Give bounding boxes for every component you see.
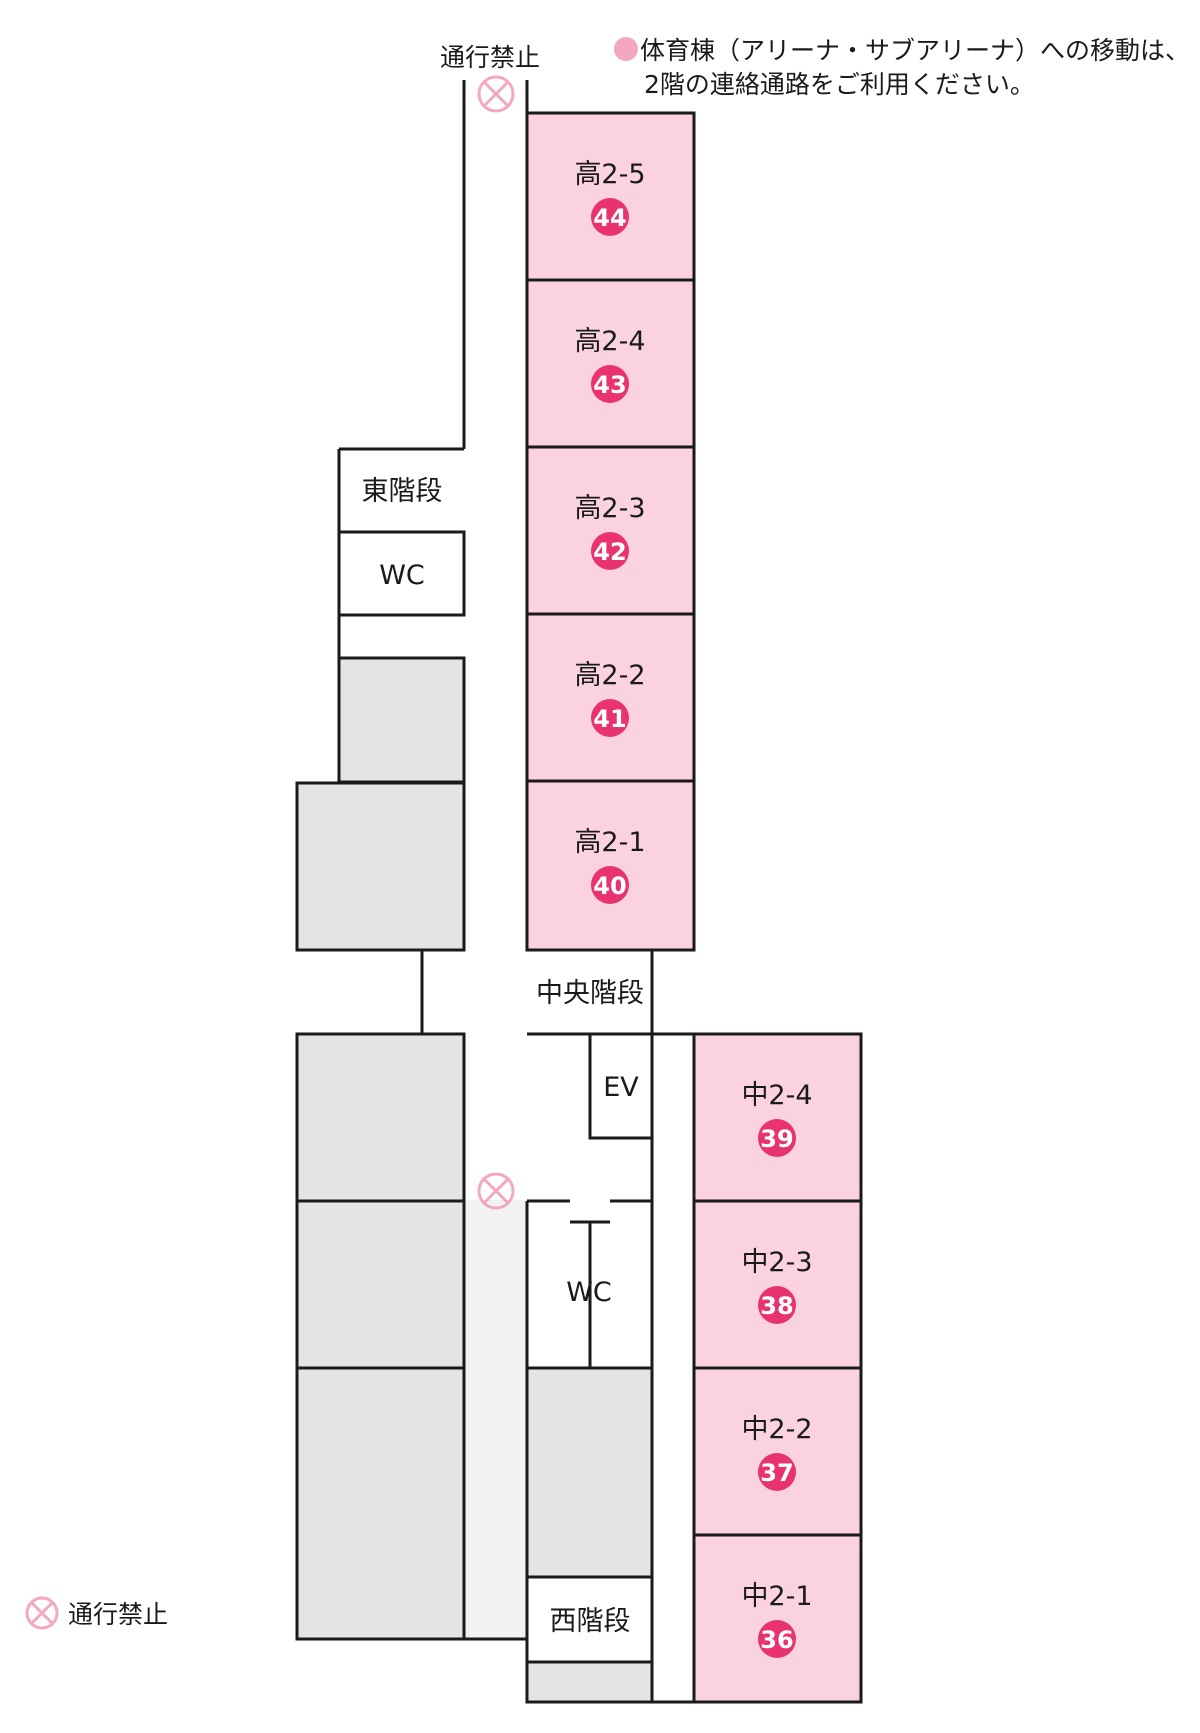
room-h2-2	[525, 612, 696, 783]
room-h2-3	[525, 445, 696, 616]
gray-block-5	[295, 1366, 466, 1641]
room-number: 39	[760, 1125, 793, 1153]
room-number: 42	[593, 538, 626, 566]
west-stairs-label: 西階段	[550, 1606, 631, 1637]
gray-block-7	[525, 1660, 654, 1704]
legend: 通行禁止	[24, 1595, 168, 1631]
no-entry-icon	[25, 1596, 59, 1630]
room-name: 中2-1	[741, 1581, 812, 1612]
room-number-badge	[591, 365, 629, 403]
room-number: 43	[593, 371, 626, 399]
room-number: 44	[593, 204, 626, 232]
wc-center-label: WC	[566, 1277, 612, 1308]
room-h2-4	[525, 278, 696, 449]
room-number-badge	[758, 1286, 796, 1324]
room-number-badge	[591, 866, 629, 904]
room-name: 中2-3	[741, 1247, 812, 1278]
room-name: 高2-2	[574, 660, 645, 691]
gray-block-3	[295, 1032, 466, 1203]
room-number-badge	[758, 1620, 796, 1658]
legend-label: 通行禁止	[68, 1600, 169, 1629]
room-m2-4	[692, 1032, 863, 1203]
gray-block-6	[525, 1366, 654, 1579]
no-entry-icon	[477, 1172, 515, 1210]
room-name: 高2-4	[574, 326, 645, 357]
room-number-badge	[758, 1453, 796, 1491]
notice-line-2: 2階の連絡通路をご利用ください。	[644, 70, 1035, 99]
room-number-badge	[591, 699, 629, 737]
room-m2-2	[692, 1366, 863, 1537]
no-entry-icon	[477, 75, 515, 113]
ev-label: EV	[603, 1072, 639, 1103]
room-h2-1	[525, 779, 696, 952]
east-stairs-label: 東階段	[362, 476, 443, 507]
room-number: 40	[593, 872, 626, 900]
top-no-entry-label: 通行禁止	[440, 43, 541, 72]
room-name: 高2-3	[574, 493, 645, 524]
room-number-badge	[758, 1119, 796, 1157]
restricted-corridor	[465, 1200, 527, 1640]
room-number-badge	[591, 532, 629, 570]
gray-block-2	[295, 781, 466, 952]
room-h2-5	[525, 111, 696, 282]
pink-dot-icon	[614, 37, 638, 61]
room-number: 38	[760, 1292, 793, 1320]
room-name: 高2-5	[574, 159, 645, 190]
room-name: 中2-4	[741, 1080, 812, 1111]
room-number: 37	[760, 1459, 793, 1487]
room-m2-3	[692, 1199, 863, 1370]
room-name: 高2-1	[574, 827, 645, 858]
room-number-badge	[591, 198, 629, 236]
wc-east-box	[337, 530, 466, 617]
central-stairs-label: 中央階段	[536, 978, 644, 1009]
room-name: 中2-2	[741, 1414, 812, 1445]
room-number: 36	[760, 1626, 793, 1654]
room-m2-1	[692, 1533, 863, 1704]
wc-east-label: WC	[379, 560, 425, 591]
gray-block-4	[295, 1199, 466, 1370]
room-number: 41	[593, 705, 626, 733]
notice: 体育棟（アリーナ・サブアリーナ）への移動は、 2階の連絡通路をご利用ください。	[614, 34, 1190, 102]
notice-line-1: 体育棟（アリーナ・サブアリーナ）への移動は、	[640, 36, 1191, 65]
gray-block-1	[337, 656, 466, 784]
